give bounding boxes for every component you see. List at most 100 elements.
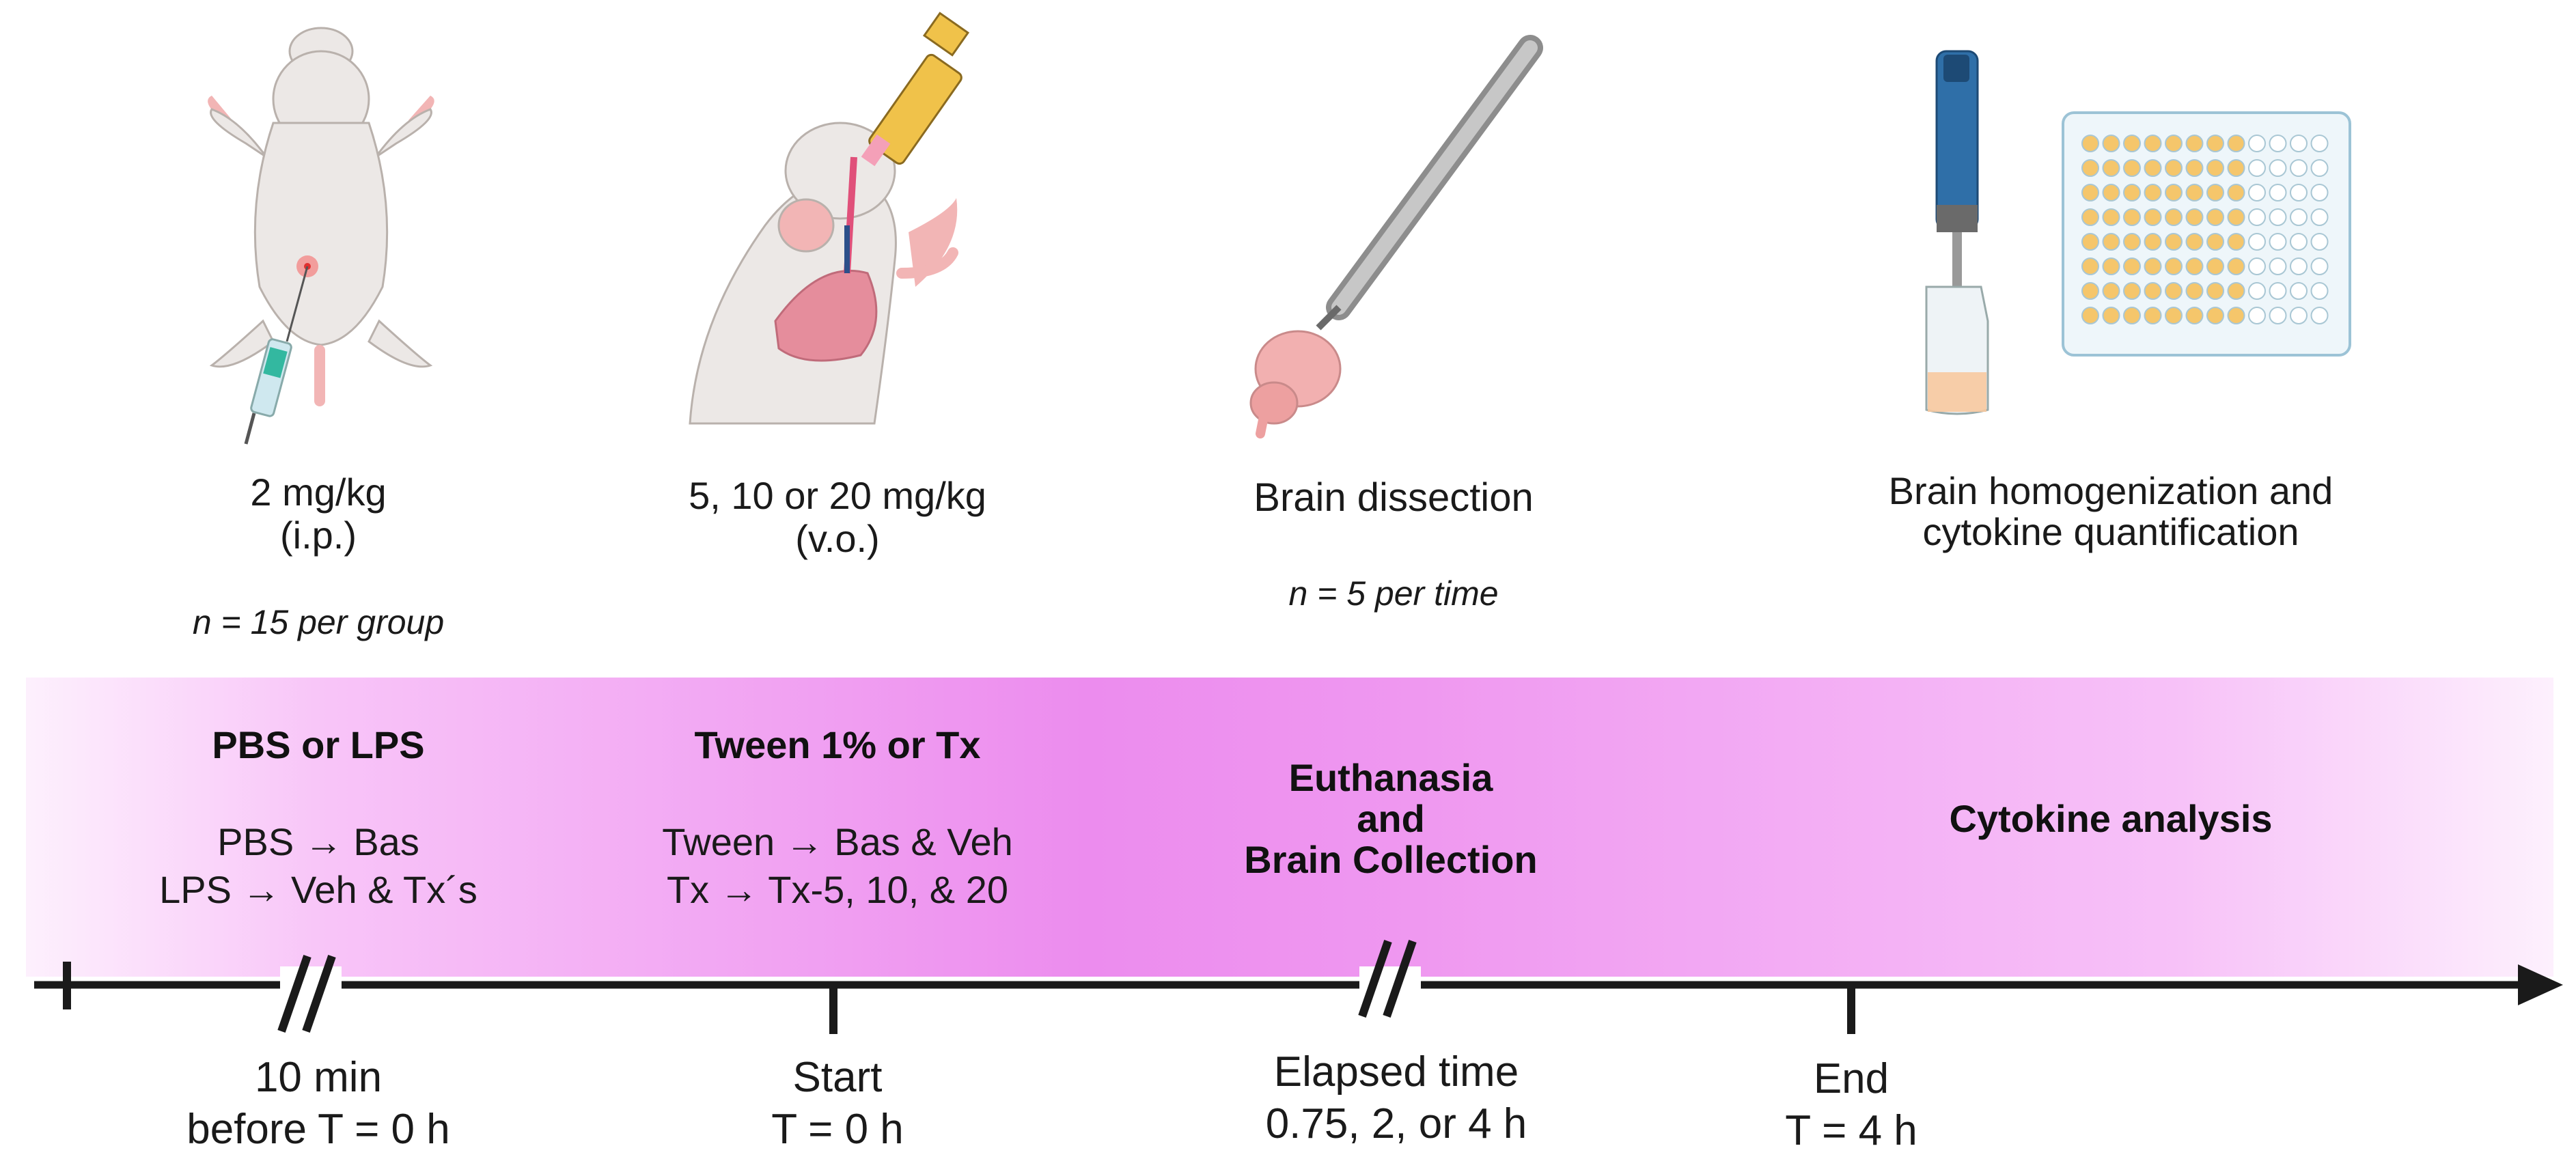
plate-well [2227,208,2245,226]
plate-well [2269,233,2287,251]
timeline-axis [34,962,2521,1034]
plate-well [2227,184,2245,201]
plate-well [2185,282,2204,300]
plate-well [2165,282,2183,300]
plate-well [2165,184,2183,201]
plate-well [2269,159,2287,177]
plate-well [2123,282,2141,300]
plate-well [2290,159,2308,177]
step3-n-note: n = 5 per time [1288,574,1498,613]
plate-well [2123,159,2141,177]
plate-well [2102,257,2120,275]
plate-well [2310,208,2329,226]
plate-well [2185,159,2204,177]
step3-title-line3: Brain Collection [1244,838,1537,881]
time1-line2: before T = 0 h [186,1106,450,1153]
step4-description-line2: cytokine quantification [1922,510,2299,553]
plate-well [2144,307,2162,324]
plate-well [2206,233,2224,251]
plate-well [2165,159,2183,177]
step3-title-line2: and [1357,797,1425,840]
plate-well [2123,233,2141,251]
plate-well [2185,184,2204,201]
plate-well [2144,208,2162,226]
plate-well [2081,184,2099,201]
plate-well [2102,184,2120,201]
step2-dose: 5, 10 or 20 mg/kg [689,474,986,517]
plate-well [2310,257,2329,275]
plate-well [2081,307,2099,324]
plate-well [2206,159,2224,177]
plate-well [2081,135,2099,152]
time2-line1: Start [793,1054,883,1101]
plate-well [2081,257,2099,275]
plate-well [2290,233,2308,251]
plate-well [2310,184,2329,201]
plate-well [2165,233,2183,251]
plate-well [2123,184,2141,201]
step2-detail-line2: Tx → Tx-5, 10, & 20 [667,868,1008,911]
plate-well [2165,135,2183,152]
plate-well [2290,307,2308,324]
time4-line1: End [1814,1055,1889,1102]
plate-well [2102,135,2120,152]
plate-well [2144,233,2162,251]
plate-well [2206,282,2224,300]
step2-title: Tween 1% or Tx [694,723,980,766]
forceps-brain-icon [1249,35,1543,438]
plate-well [2123,208,2141,226]
step2-route: (v.o.) [795,517,879,560]
plate-well [2102,208,2120,226]
plate-well [2269,208,2287,226]
plate-well [2102,307,2120,324]
plate-well [2248,184,2266,201]
plate-well [2227,257,2245,275]
plate-well [2081,208,2099,226]
step4-description-line1: Brain homogenization and [1889,469,2333,512]
plate-well [2310,307,2329,324]
plate-well [2165,257,2183,275]
time4-line2: T = 4 h [1785,1107,1917,1154]
plate-well [2290,184,2308,201]
plate-well [2144,159,2162,177]
plate-well [2185,233,2204,251]
plate-well [2102,233,2120,251]
oral-gavage-mouse-icon [689,12,970,425]
plate-well [2144,282,2162,300]
plate-well [2165,208,2183,226]
step1-n-note: n = 15 per group [193,603,444,641]
plate-well [2269,307,2287,324]
plate-well [2144,135,2162,152]
plate-well [2123,135,2141,152]
plate-well [2227,233,2245,251]
injected-mouse-icon [208,27,434,445]
plate-well [2310,233,2329,251]
plate-well [2185,257,2204,275]
plate-well [2206,135,2224,152]
plate-well [2227,159,2245,177]
time1-line1: 10 min [255,1054,382,1101]
plate-well [2310,159,2329,177]
plate-well [2165,307,2183,324]
plate-well [2248,135,2266,152]
axis-break-2 [1358,940,1421,1018]
step1-detail-line2: LPS → Veh & Tx´s [159,868,477,911]
time3-line2: 0.75, 2, or 4 h [1266,1100,1527,1147]
plate-well [2248,307,2266,324]
step3-title-line1: Euthanasia [1289,756,1494,799]
step1-detail-line1: PBS → Bas [217,820,419,863]
step2-detail-line1: Tween → Bas & Veh [662,820,1013,863]
plate-well [2269,257,2287,275]
plate-well [2081,159,2099,177]
plate-well [2081,282,2099,300]
plate-well [2081,233,2099,251]
axis-arrowhead [2518,964,2563,1005]
plate-well [2144,184,2162,201]
plate-well [2102,159,2120,177]
step1-route: (i.p.) [280,514,357,557]
time3-line1: Elapsed time [1274,1048,1519,1096]
plate-well [2290,282,2308,300]
step1-title: PBS or LPS [212,723,424,766]
plate-well [2227,307,2245,324]
plate-well [2123,307,2141,324]
